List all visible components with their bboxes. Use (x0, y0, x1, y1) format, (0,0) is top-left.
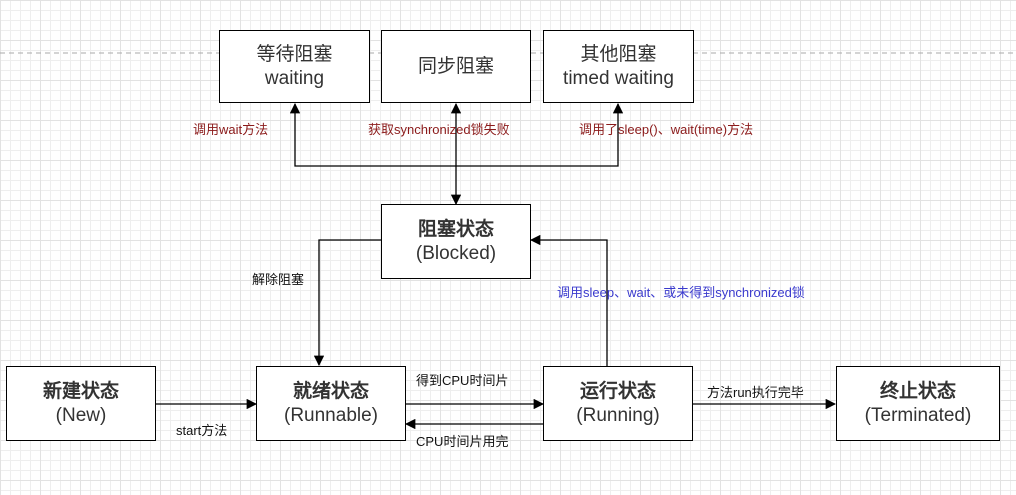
label-unblock: 解除阻塞 (252, 272, 305, 287)
state-runnable-en: (Runnable) (284, 404, 378, 426)
state-timed: 其他阻塞 timed waiting (543, 30, 694, 103)
state-runnable: 就绪状态 (Runnable) (256, 366, 406, 441)
label-start: start方法 (176, 423, 228, 438)
state-waiting-en: waiting (264, 67, 325, 89)
state-sync-cn: 同步阻塞 (417, 55, 494, 77)
state-sync: 同步阻塞 (381, 30, 531, 103)
state-timed-en: timed waiting (563, 67, 674, 89)
state-running: 运行状态 (Running) (543, 366, 693, 441)
label-get-cpu: 得到CPU时间片 (416, 373, 509, 388)
state-terminated: 终止状态 (Terminated) (836, 366, 1000, 441)
state-waiting: 等待阻塞 waiting (219, 30, 370, 103)
label-run-done: 方法run执行完毕 (707, 385, 804, 400)
state-running-cn: 运行状态 (579, 380, 656, 402)
state-runnable-cn: 就绪状态 (292, 380, 369, 402)
label-call-sleep: 调用了sleep()、wait(time)方法 (579, 122, 754, 137)
state-blocked-cn: 阻塞状态 (417, 218, 494, 240)
label-sync-fail: 获取synchronized锁失败 (368, 122, 510, 137)
edge-to-waiting (289, 102, 456, 167)
state-blocked: 阻塞状态 (Blocked) (381, 204, 531, 279)
state-new-cn: 新建状态 (42, 380, 119, 402)
label-cpu-done: CPU时间片用完 (416, 434, 509, 449)
state-waiting-cn: 等待阻塞 (256, 43, 333, 65)
state-new: 新建状态 (New) (6, 366, 156, 441)
edge-running-to-blocked (529, 234, 608, 367)
state-blocked-en: (Blocked) (415, 242, 497, 264)
edge-to-timed (456, 102, 624, 167)
state-new-en: (New) (55, 404, 107, 426)
state-running-en: (Running) (576, 404, 660, 426)
state-timed-cn: 其他阻塞 (580, 43, 657, 65)
label-call-wait: 调用wait方法 (193, 122, 269, 137)
edge-unblock (313, 239, 381, 367)
state-terminated-cn: 终止状态 (879, 380, 956, 402)
label-running-to-blocked: 调用sleep、wait、或未得到synchronized锁 (557, 285, 805, 300)
state-terminated-en: (Terminated) (864, 404, 972, 426)
